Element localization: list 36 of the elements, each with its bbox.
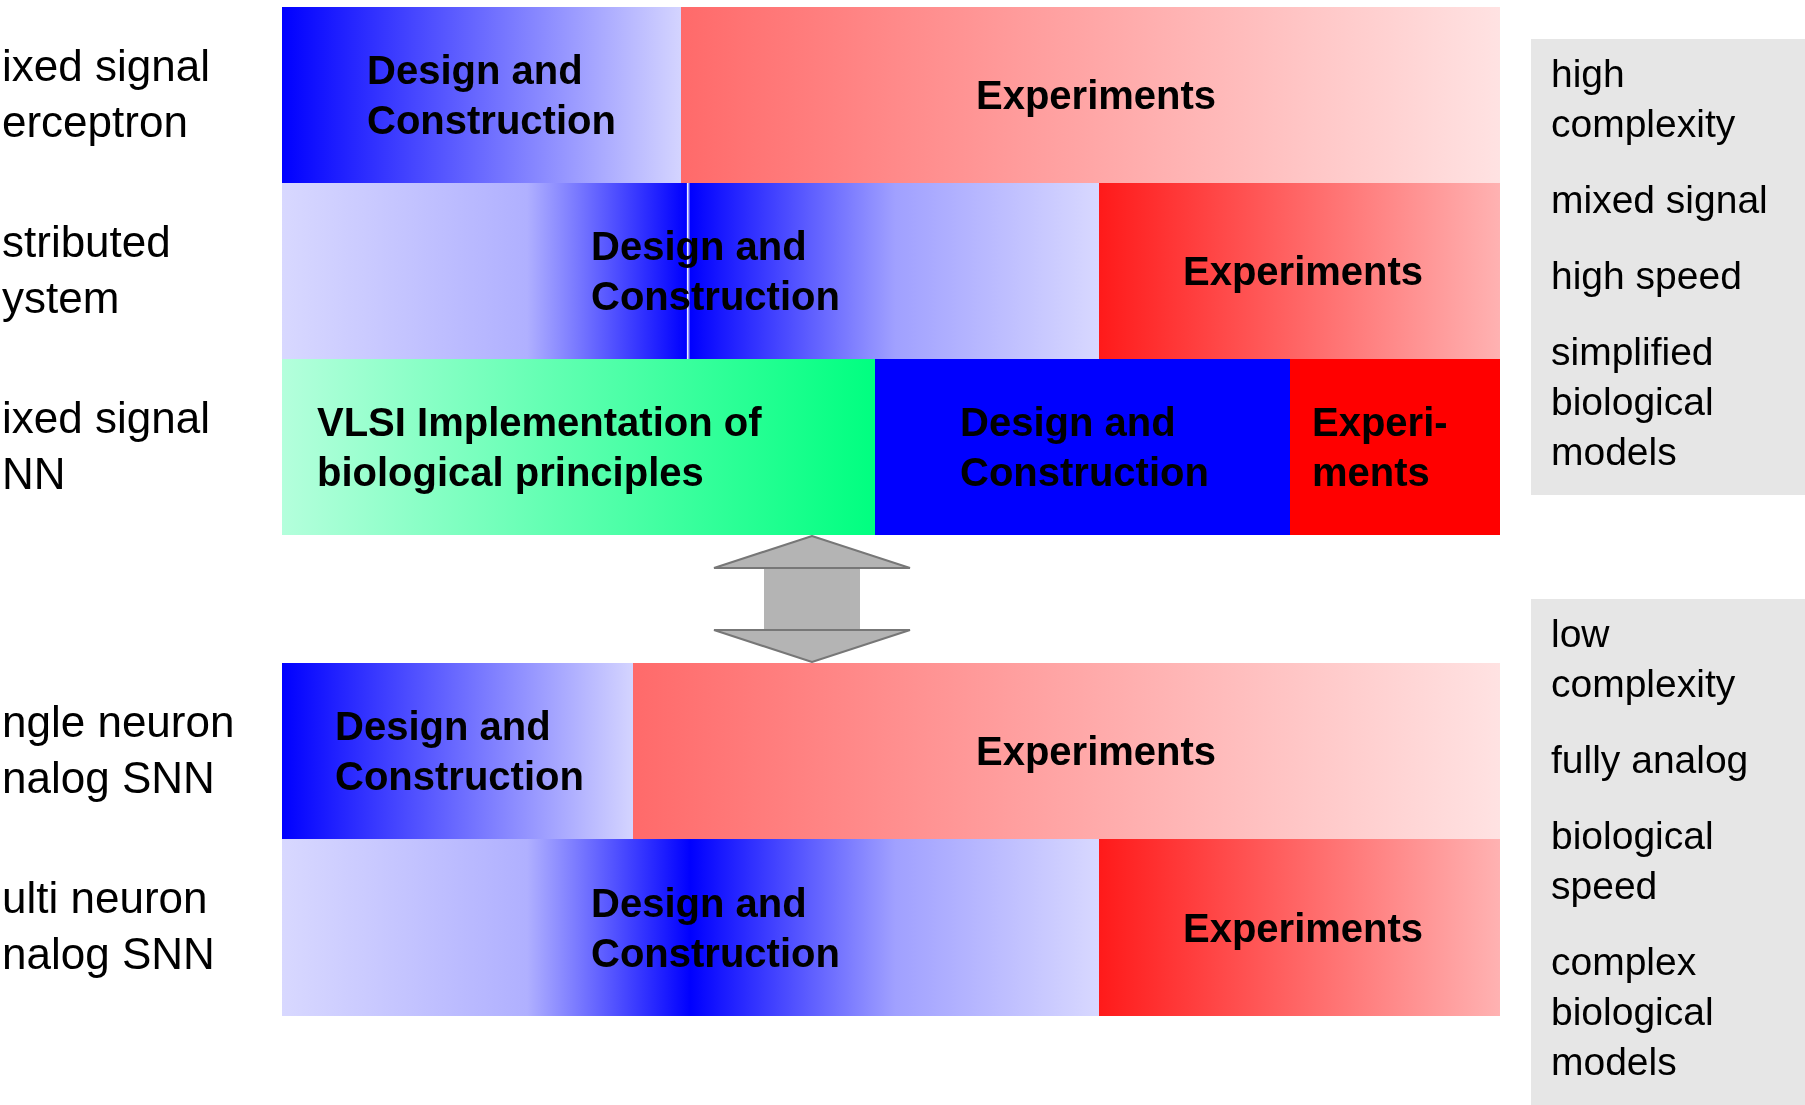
phase-bar [1099, 839, 1500, 1016]
bar-label: Experiments [1183, 904, 1425, 952]
phase-bar [633, 663, 1500, 839]
phase-bar [1099, 183, 1500, 359]
phase-bar [282, 359, 875, 535]
info-panel [1531, 599, 1805, 1105]
row-label: ngle neuron nalog SNN [2, 696, 236, 804]
property-text: biological speed [1551, 813, 1715, 909]
info-panel [1531, 39, 1805, 495]
bar-label: Design and Construction [367, 47, 617, 144]
property-text: low complexity [1551, 611, 1737, 707]
phase-bar [282, 7, 681, 183]
phase-bar [282, 839, 1099, 1016]
property-text: complex biological models [1551, 939, 1715, 1085]
property-text: fully analog [1551, 737, 1750, 783]
bar-label: Design and Construction [591, 879, 841, 977]
phase-bar [282, 663, 633, 839]
bar-label: Experiments [976, 728, 1218, 775]
phase-bar [1290, 359, 1500, 535]
row-label: stributed ystem [2, 216, 172, 324]
bar-label: Design and Construction [960, 399, 1210, 496]
property-text: mixed signal [1551, 177, 1769, 223]
bar-label: Experi- ments [1312, 399, 1449, 496]
row-label: ixed signal NN [2, 392, 211, 500]
bar-label: Design and Construction [335, 703, 585, 800]
property-text: high complexity [1551, 51, 1737, 147]
phase-bar [681, 7, 1500, 183]
row-label: ulti neuron nalog SNN [2, 872, 216, 980]
row-label: ixed signal erceptron [2, 40, 211, 148]
property-text: high speed [1551, 253, 1743, 299]
phase-bar [282, 183, 1099, 359]
bar-label: Experiments [1183, 248, 1425, 295]
phase-bar [875, 359, 1290, 535]
bar-label: Experiments [976, 72, 1218, 119]
property-text: simplified biological models [1551, 329, 1715, 475]
bar-label: VLSI Implementation of biological principles [317, 399, 763, 496]
